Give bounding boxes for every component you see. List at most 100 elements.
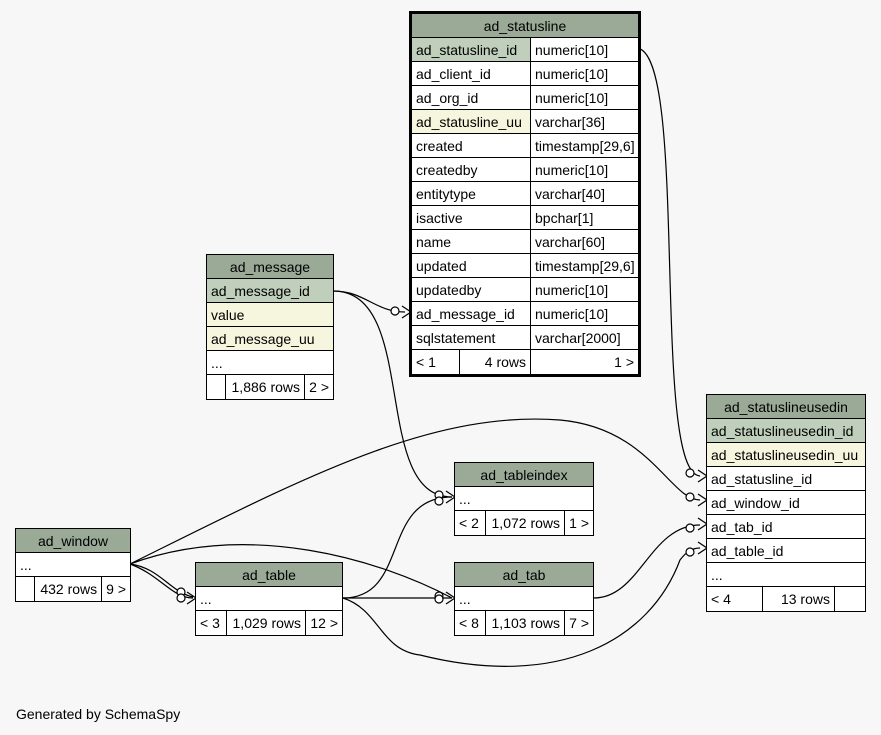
parents-link[interactable] bbox=[207, 375, 225, 399]
column-name: ad_statusline_id bbox=[711, 471, 813, 487]
column-row[interactable]: ... bbox=[207, 351, 333, 375]
column-row[interactable]: ... bbox=[455, 587, 593, 611]
children-link[interactable]: 2 > bbox=[304, 375, 333, 399]
table-header[interactable]: ad_statuslineusedin bbox=[707, 395, 865, 419]
column-name: ad_tab_id bbox=[711, 519, 773, 535]
table-ad-table[interactable]: ad_table ... < 3 1,029 rows 12 > bbox=[195, 562, 343, 636]
column-row[interactable]: ad_client_id numeric[10] bbox=[412, 62, 638, 86]
column-row[interactable]: ad_message_id numeric[10] bbox=[412, 302, 638, 326]
column-name: sqlstatement bbox=[416, 330, 496, 346]
children-link[interactable]: 7 > bbox=[564, 611, 593, 635]
edge-end-circle bbox=[390, 306, 400, 316]
column-name: entitytype bbox=[416, 186, 476, 202]
column-row[interactable]: ad_window_id bbox=[707, 491, 865, 515]
column-name: ... bbox=[459, 491, 471, 507]
children-link[interactable]: 12 > bbox=[305, 611, 342, 635]
column-name: value bbox=[207, 303, 333, 326]
column-name: ad_message_id bbox=[207, 279, 333, 302]
table-ad-window[interactable]: ad_window ... 432 rows 9 > bbox=[15, 528, 131, 602]
column-row[interactable]: ... bbox=[16, 553, 130, 577]
column-row[interactable]: entitytype varchar[40] bbox=[412, 182, 638, 206]
column-type: numeric[10] bbox=[530, 302, 638, 325]
edge-window-to-table-2 bbox=[129, 563, 194, 599]
edge-end-circle bbox=[434, 496, 444, 506]
column-row[interactable]: ad_statuslineusedin_uu bbox=[707, 443, 865, 467]
row-count: 1,029 rows bbox=[226, 611, 305, 635]
column-row[interactable]: ad_statusline_id numeric[10] bbox=[412, 38, 638, 62]
column-row[interactable]: ... bbox=[455, 487, 593, 511]
edge-end-circle bbox=[434, 594, 444, 604]
column-row[interactable]: value bbox=[207, 303, 333, 327]
column-type: timestamp[29,6] bbox=[530, 134, 638, 157]
children-link[interactable]: 1 > bbox=[564, 511, 593, 535]
column-row[interactable]: ... bbox=[196, 587, 342, 611]
column-row[interactable]: ad_statusline_id bbox=[707, 467, 865, 491]
column-name: ad_statusline_id bbox=[412, 38, 530, 61]
table-header[interactable]: ad_statusline bbox=[412, 14, 638, 38]
table-footer: < 4 13 rows bbox=[707, 587, 865, 611]
column-row[interactable]: isactive bpchar[1] bbox=[412, 206, 638, 230]
column-name: ad_table_id bbox=[711, 543, 784, 559]
column-row[interactable]: created timestamp[29,6] bbox=[412, 134, 638, 158]
column-row[interactable]: updated timestamp[29,6] bbox=[412, 254, 638, 278]
children-link[interactable] bbox=[834, 587, 865, 611]
edge-end-circle bbox=[685, 547, 695, 557]
edge-table-to-tableindex bbox=[342, 496, 453, 599]
table-ad-tableindex[interactable]: ad_tableindex ... < 2 1,072 rows 1 > bbox=[454, 462, 594, 536]
column-row[interactable]: name varchar[60] bbox=[412, 230, 638, 254]
edge-tab-to-usedin bbox=[593, 524, 701, 599]
parents-link[interactable]: < 3 bbox=[200, 615, 220, 631]
table-header[interactable]: ad_tableindex bbox=[455, 463, 593, 487]
column-row[interactable]: ad_message_uu bbox=[207, 327, 333, 351]
table-ad-statusline[interactable]: ad_statusline ad_statusline_id numeric[1… bbox=[409, 11, 641, 377]
column-name: ad_client_id bbox=[416, 66, 491, 82]
column-name: ad_message_id bbox=[416, 306, 515, 322]
table-ad-message[interactable]: ad_message ad_message_id value ad_messag… bbox=[206, 254, 334, 400]
children-link[interactable]: 1 > bbox=[530, 350, 638, 374]
table-header[interactable]: ad_message bbox=[207, 255, 333, 279]
column-type: numeric[10] bbox=[530, 86, 638, 109]
table-footer: < 1 4 rows 1 > bbox=[412, 350, 638, 374]
edge-message-to-tableindex bbox=[332, 290, 453, 498]
column-row[interactable]: ad_tab_id bbox=[707, 515, 865, 539]
table-header[interactable]: ad_table bbox=[196, 563, 342, 587]
column-row[interactable]: ad_org_id numeric[10] bbox=[412, 86, 638, 110]
edge-end-circle bbox=[685, 492, 695, 502]
parents-link[interactable]: < 4 bbox=[711, 591, 731, 607]
edge-end-circle bbox=[685, 523, 695, 533]
table-header[interactable]: ad_window bbox=[16, 529, 130, 553]
edge-window-to-tab bbox=[129, 544, 453, 599]
column-type: varchar[36] bbox=[530, 110, 638, 133]
column-name: ad_statuslineusedin_id bbox=[707, 419, 865, 442]
column-row[interactable]: ad_statuslineusedin_id bbox=[707, 419, 865, 443]
row-count: 1,886 rows bbox=[225, 375, 304, 399]
column-type: bpchar[1] bbox=[530, 206, 638, 229]
row-count: 1,103 rows bbox=[485, 611, 564, 635]
column-name: ad_statusline_uu bbox=[412, 110, 530, 133]
column-row[interactable]: ad_statusline_uu varchar[36] bbox=[412, 110, 638, 134]
parents-link[interactable]: < 2 bbox=[459, 515, 479, 531]
column-row[interactable]: createdby numeric[10] bbox=[412, 158, 638, 182]
table-header[interactable]: ad_tab bbox=[455, 563, 593, 587]
column-name: created bbox=[416, 138, 463, 154]
column-name: ad_message_uu bbox=[207, 327, 333, 350]
row-count: 4 rows bbox=[459, 350, 530, 374]
column-row[interactable]: updatedby numeric[10] bbox=[412, 278, 638, 302]
parents-link[interactable]: < 8 bbox=[459, 615, 479, 631]
children-link[interactable]: 9 > bbox=[101, 577, 130, 601]
table-ad-tab[interactable]: ad_tab ... < 8 1,103 rows 7 > bbox=[454, 562, 594, 636]
column-row[interactable]: ... bbox=[707, 563, 865, 587]
parents-link[interactable]: < 1 bbox=[416, 354, 436, 370]
column-name: name bbox=[416, 234, 452, 250]
column-row[interactable]: sqlstatement varchar[2000] bbox=[412, 326, 638, 350]
table-ad-statuslineusedin[interactable]: ad_statuslineusedin ad_statuslineusedin_… bbox=[706, 394, 866, 612]
edge-table-to-usedin bbox=[342, 547, 701, 667]
generated-by-note: Generated by SchemaSpy bbox=[16, 706, 181, 722]
parents-link[interactable] bbox=[16, 577, 34, 601]
column-row[interactable]: ad_message_id bbox=[207, 279, 333, 303]
column-row[interactable]: ad_table_id bbox=[707, 539, 865, 563]
column-name: ... bbox=[711, 567, 723, 583]
table-footer: 1,886 rows 2 > bbox=[207, 375, 333, 399]
edge-end-circle bbox=[685, 468, 695, 478]
column-name: isactive bbox=[416, 210, 463, 226]
